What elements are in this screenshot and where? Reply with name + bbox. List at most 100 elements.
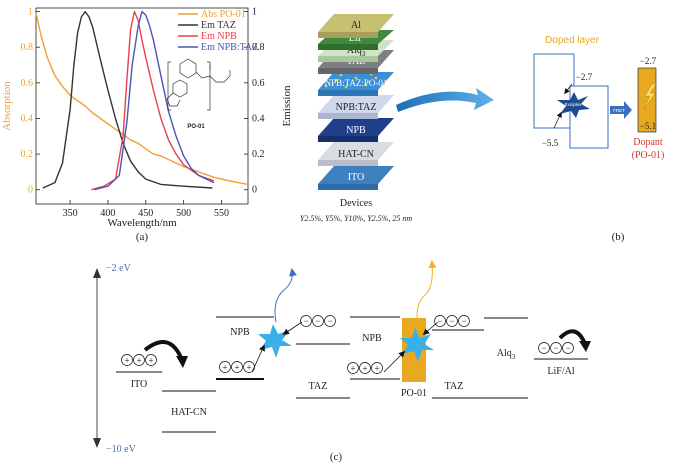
label-npb1: NPB	[230, 327, 250, 338]
molecule-label: PO-01	[187, 124, 205, 130]
svg-text:+: +	[374, 364, 379, 374]
layer-label-doped: NPB:TAZ:PO-01	[325, 78, 388, 88]
layer-label-npb: NPB	[346, 125, 366, 136]
hole-injection-arrow	[143, 340, 184, 361]
legend-label-em-npbtaz: Em NPB:TAZ	[201, 42, 258, 53]
y-tick-label: 0.8	[21, 42, 34, 53]
label-hatcn: HAT-CN	[171, 407, 207, 418]
dopant-label: Dopant	[633, 137, 663, 148]
right-axis-label: Emission	[281, 85, 293, 126]
doped-layer-title: Doped layer	[545, 35, 600, 46]
blue-emission-arrow	[274, 268, 297, 323]
exciplex-star	[557, 92, 590, 118]
y-tick-label: 0.6	[21, 78, 34, 89]
energy-axis-top-arrowhead	[93, 268, 101, 278]
label-po01: PO-01	[401, 388, 427, 399]
electron-injection-arrowhead	[579, 341, 591, 352]
y2-tick-label: 0.2	[252, 149, 265, 160]
y-tick-label: 1	[28, 7, 33, 18]
svg-text:−: −	[327, 316, 332, 326]
x-tick-label: 400	[100, 208, 115, 219]
svg-text:+: +	[362, 364, 367, 374]
dopant-lightning-icon	[643, 83, 657, 111]
x-tick-label: 450	[138, 208, 153, 219]
panel-b-caption: (b)	[612, 231, 625, 243]
svg-text:−: −	[461, 316, 466, 326]
energy-top-label: −2 eV	[106, 263, 132, 274]
dopant-dots	[324, 72, 386, 89]
fret-label: FRET	[613, 108, 625, 113]
svg-text:+: +	[234, 363, 239, 373]
y2-tick-label: 1	[252, 7, 257, 18]
y2-tick-label: 0.8	[252, 42, 265, 53]
legend-label-em-taz: Em TAZ	[201, 20, 236, 31]
lifal-electrons: − − −	[538, 342, 574, 354]
layer-label-npb-taz: NPB:TAZ	[336, 102, 377, 113]
label-ito: ITO	[131, 379, 147, 390]
panel-a-caption: (a)	[136, 231, 149, 243]
exciplex-arrow-down	[553, 111, 562, 129]
level-27-left: −2.7	[576, 72, 593, 82]
zoom-arrow	[396, 88, 494, 112]
layer-al: Al	[318, 14, 394, 38]
hole-injection-arrowhead	[176, 356, 188, 368]
x-tick-label: 550	[214, 208, 229, 219]
dopant-level-box	[637, 67, 657, 133]
svg-text:+: +	[148, 356, 153, 366]
svg-text:−: −	[437, 316, 442, 326]
layer-doped: NPB:TAZ:PO-01	[318, 72, 394, 96]
label-taz2: TAZ	[445, 381, 464, 392]
series-line-em-npb	[91, 10, 215, 191]
device-list: Y2.5%, Y5%, Y10%, Y2.5%, 25 nm	[300, 214, 412, 223]
svg-text:−: −	[541, 343, 546, 353]
dopant-exciton-star	[400, 328, 434, 362]
y-tick-label: 0	[28, 185, 33, 196]
fret-arrow: FRET	[610, 101, 632, 119]
x-tick-label: 350	[63, 208, 78, 219]
svg-text:+: +	[246, 363, 251, 373]
layer-label-alq3: Alq3	[347, 45, 366, 58]
legend: Abs PO-01 Em TAZ Em NPB Em NPB:TAZ	[178, 9, 258, 53]
exciplex-label: Exciplex	[565, 102, 583, 107]
label-taz1: TAZ	[309, 381, 328, 392]
y-tick-label: 0.4	[21, 113, 34, 124]
svg-text:−: −	[553, 343, 558, 353]
layer-npb: NPB	[318, 118, 394, 142]
layer-hatcn: HAT-CN	[318, 142, 394, 166]
interface-exciplex-star	[258, 324, 292, 358]
legend-label-abs-po01: Abs PO-01	[201, 9, 246, 20]
layer-ito: ITO	[318, 166, 394, 190]
y2-tick-label: 0.6	[252, 78, 265, 89]
panel-c: −2 eV −10 eV + + +	[93, 260, 591, 463]
y-tick-label: 0.2	[21, 149, 34, 160]
carriers: + + + + + + − − − + + +	[121, 315, 574, 374]
label-lifal: LiF/Al	[547, 366, 574, 377]
panel-b: ITO HAT-CN NPB NPB:TAZ NPB:TAZ:PO-01	[300, 14, 664, 243]
carrier-pointer-arrows	[251, 321, 439, 373]
po01-molecule-structure	[166, 58, 231, 111]
svg-text:−: −	[565, 343, 570, 353]
layer-label-al: Al	[351, 20, 361, 31]
svg-text:−: −	[303, 316, 308, 326]
taz2-electrons: − − −	[434, 315, 470, 327]
label-alq3: Alq3	[497, 348, 516, 361]
y2-tick-label: 0	[252, 185, 257, 196]
series-line-em-taz	[42, 10, 213, 189]
svg-text:+: +	[350, 364, 355, 374]
svg-text:+: +	[124, 356, 129, 366]
layer-npb-taz: NPB:TAZ	[318, 95, 394, 119]
series-line-em-npbtaz	[94, 10, 215, 191]
exciplex-arrow-up	[564, 83, 573, 95]
x-tick-label: 500	[176, 208, 191, 219]
taz1-electrons: − − −	[300, 315, 336, 327]
energy-levels	[116, 316, 588, 433]
layer-label-hatcn: HAT-CN	[338, 149, 374, 160]
energy-bottom-label: −10 eV	[106, 444, 137, 455]
npb1-holes: + + +	[219, 361, 255, 373]
svg-text:+: +	[136, 356, 141, 366]
panel-c-caption: (c)	[330, 451, 343, 463]
left-axis-label: Absorption	[1, 81, 13, 131]
